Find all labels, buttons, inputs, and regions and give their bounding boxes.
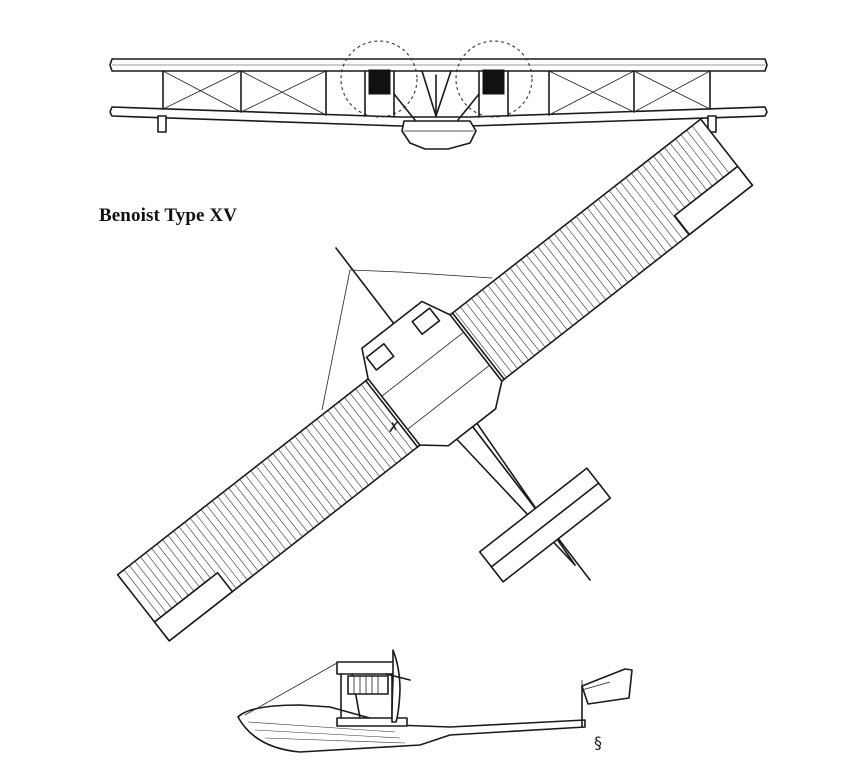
wing-rib [575,216,629,283]
wing-rib [471,298,524,365]
wing-rib [239,479,292,546]
wing-rib [603,194,656,262]
wing-rib [355,388,408,456]
wing-rib [200,509,254,576]
wing-rib [493,280,546,348]
wing-rib [250,470,303,538]
wing-rib [360,384,414,451]
wing-rib [289,440,342,507]
wing-rib [454,311,507,378]
wing-rib [614,186,667,253]
wing-rib [233,483,287,550]
wing-rib [278,448,331,516]
wing-rib [487,285,540,352]
wing-rib [228,487,281,555]
wing-rib [244,474,298,542]
svg-text:✗: ✗ [388,420,400,436]
wing-rib [283,444,336,512]
wing-rib [625,177,678,244]
wing-rib [294,435,347,503]
wing-rib [261,461,314,529]
wing-rib [316,418,369,486]
wing-rib [217,496,270,563]
wing-rib [509,267,562,335]
wing-rib [460,306,513,374]
wing-rib [504,272,557,339]
wing-rib [272,453,325,520]
wing-rib [184,522,237,589]
wing-rib [349,392,402,460]
plan-view: ✗ [116,118,754,642]
wing-rib [267,457,320,525]
wing-rib [338,401,391,469]
wing-rib [206,504,259,572]
svg-text:§: § [594,733,602,752]
wing-rib [570,220,623,288]
drawing-title: Benoist Type XV [99,205,238,226]
wing-rib [620,181,673,249]
wing-rib [531,250,585,318]
wing-rib [592,203,645,270]
wing-rib [526,254,579,322]
wing-rib [327,410,380,477]
wing-rib [305,427,358,494]
wing-rib [520,259,573,326]
wing-rib [581,211,634,279]
wing-rib [256,466,309,533]
wing-rib [222,492,276,559]
wing-rib [195,513,248,581]
wing-rib [515,263,568,331]
wing-rib [631,173,684,240]
wing-rib [211,500,265,568]
wing-rib [559,229,612,296]
front-view [109,40,768,150]
side-view: § [237,649,633,753]
wing-rib [333,405,386,473]
wing-rib [537,246,590,313]
wing-rib [636,168,689,236]
wing-rib [189,517,243,585]
wing-rib [482,289,535,357]
wing-rib [542,242,596,309]
wing-rib [311,423,364,490]
wing-rib [465,302,518,369]
wing-rib [548,237,601,305]
wing-rib [609,190,662,257]
wing-rib [564,224,618,292]
wing-rib [322,414,375,482]
wing-rib [586,207,640,275]
wing-rib [553,233,607,300]
wing-rib [498,276,551,344]
wing-rib [598,198,651,266]
wing-rib [476,293,529,361]
wing-rib [300,431,353,499]
wing-rib [344,397,397,464]
